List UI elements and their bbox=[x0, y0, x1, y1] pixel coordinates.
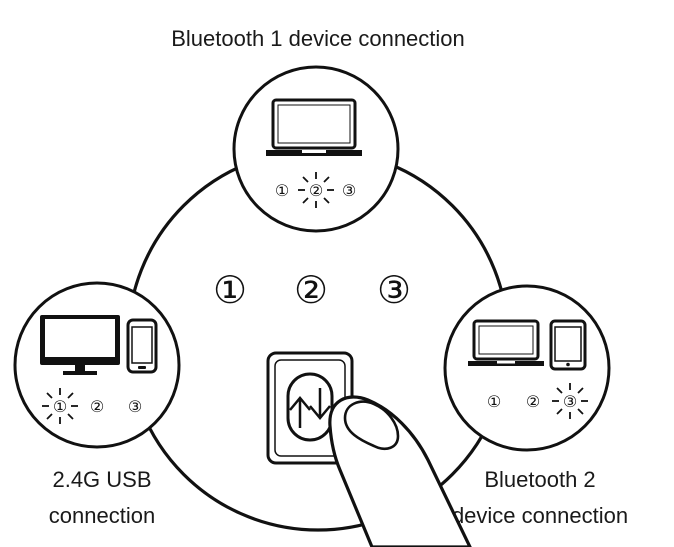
label-bluetooth-2-line2: device connection bbox=[451, 503, 629, 528]
left-channel-2: ② bbox=[90, 397, 104, 416]
phone-icon bbox=[126, 318, 158, 374]
left-channel-3: ③ bbox=[128, 397, 142, 416]
right-channel-1: ① bbox=[487, 392, 501, 411]
top-channel-2-active: ② bbox=[309, 181, 323, 200]
monitor-icon bbox=[40, 315, 120, 375]
main-channel-2: ② bbox=[294, 268, 328, 312]
laptop-icon-right bbox=[468, 319, 544, 366]
top-active-glow bbox=[298, 172, 334, 208]
label-usb-line1: 2.4G USB bbox=[52, 467, 152, 492]
left-active-glow bbox=[42, 388, 78, 424]
finger-icon bbox=[328, 395, 472, 547]
main-channel-1: ① bbox=[213, 268, 247, 312]
label-usb-line2: connection bbox=[48, 503, 156, 528]
laptop-icon bbox=[266, 98, 362, 156]
top-channel-1: ① bbox=[275, 181, 289, 200]
tablet-icon bbox=[549, 319, 587, 371]
main-channel-3: ③ bbox=[377, 268, 411, 312]
left-channel-1-active: ① bbox=[53, 397, 67, 416]
top-channel-3: ③ bbox=[342, 181, 356, 200]
label-bluetooth-1: Bluetooth 1 device connection bbox=[171, 26, 465, 51]
right-active-glow bbox=[552, 383, 588, 419]
right-channel-3-active: ③ bbox=[563, 392, 577, 411]
right-channel-2: ② bbox=[526, 392, 540, 411]
label-bluetooth-2-line1: Bluetooth 2 bbox=[484, 467, 596, 492]
